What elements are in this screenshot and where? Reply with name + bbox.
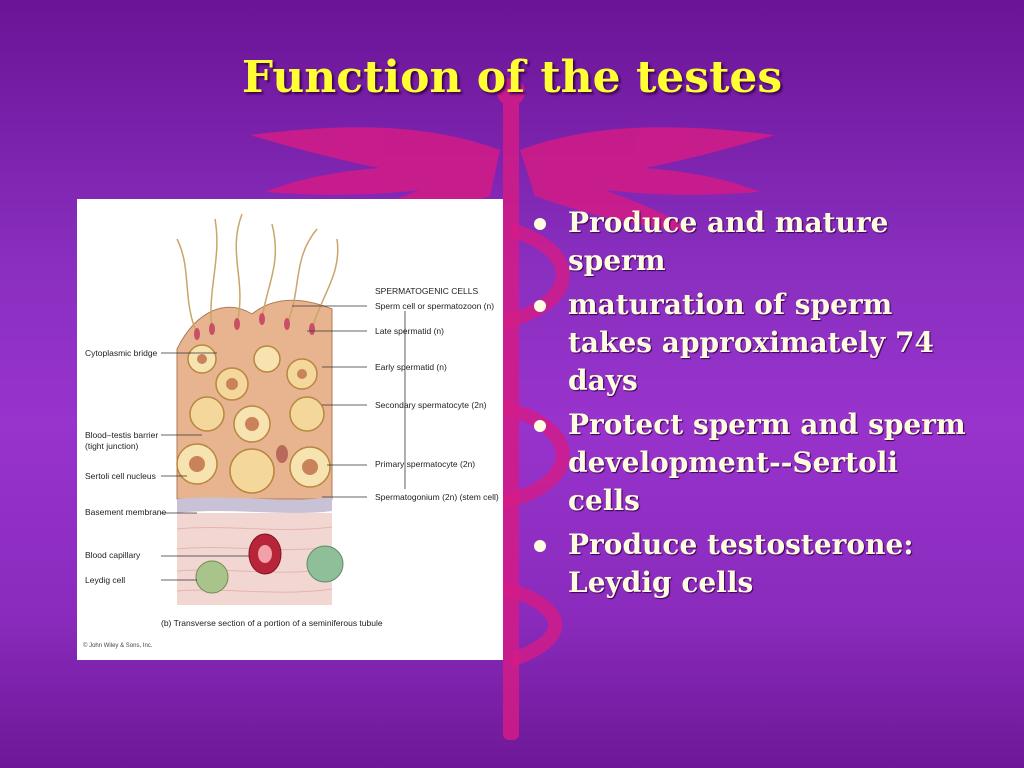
label-sperm-cell: Sperm cell or spermatozoon (n): [375, 301, 494, 311]
bullet-text: Produce and mature sperm: [568, 206, 889, 277]
bullet-dot-icon: [534, 218, 546, 230]
label-secondary-spermatocyte: Secondary spermatocyte (2n): [375, 400, 487, 410]
bullet-item: maturation of sperm takes approximately …: [528, 286, 968, 400]
figure-header: SPERMATOGENIC CELLS: [375, 286, 478, 296]
slide-title: Function of the testes: [241, 52, 783, 103]
bullet-dot-icon: [534, 420, 546, 432]
label-leydig-cell: Leydig cell: [85, 575, 125, 585]
figure-caption: (b) Transverse section of a portion of a…: [161, 618, 383, 628]
spermatogenesis-figure: SPERMATOGENIC CELLS Sperm cell or sperma…: [77, 199, 503, 660]
label-tight-junction: (tight junction): [85, 441, 139, 451]
bullet-dot-icon: [534, 300, 546, 312]
bullet-list: Produce and mature sperm maturation of s…: [528, 204, 968, 608]
label-cytoplasmic-bridge: Cytoplasmic bridge: [85, 348, 158, 358]
bullet-item: Protect sperm and sperm development--Ser…: [528, 406, 968, 520]
leydig-cell: [195, 560, 229, 594]
label-sertoli-nucleus: Sertoli cell nucleus: [85, 471, 156, 481]
bullet-text: Produce testosterone: Leydig cells: [568, 528, 914, 599]
label-blood-testis-barrier: Blood–testis barrier: [85, 430, 158, 440]
label-basement-membrane: Basement membrane: [85, 507, 167, 517]
bullet-dot-icon: [534, 540, 546, 552]
figure-copyright: © John Wiley & Sons, Inc.: [83, 642, 153, 649]
label-early-spermatid: Early spermatid (n): [375, 362, 447, 372]
bullet-item: Produce and mature sperm: [528, 204, 968, 280]
bullet-text: Protect sperm and sperm development--Ser…: [568, 408, 966, 517]
label-blood-capillary: Blood capillary: [85, 550, 141, 560]
label-primary-spermatocyte: Primary spermatocyte (2n): [375, 459, 475, 469]
basement-membrane: [177, 497, 332, 513]
label-late-spermatid: Late spermatid (n): [375, 326, 444, 336]
label-spermatogonium: Spermatogonium (2n) (stem cell): [375, 492, 499, 502]
bullet-text: maturation of sperm takes approximately …: [568, 288, 934, 397]
bullet-item: Produce testosterone: Leydig cells: [528, 526, 968, 602]
